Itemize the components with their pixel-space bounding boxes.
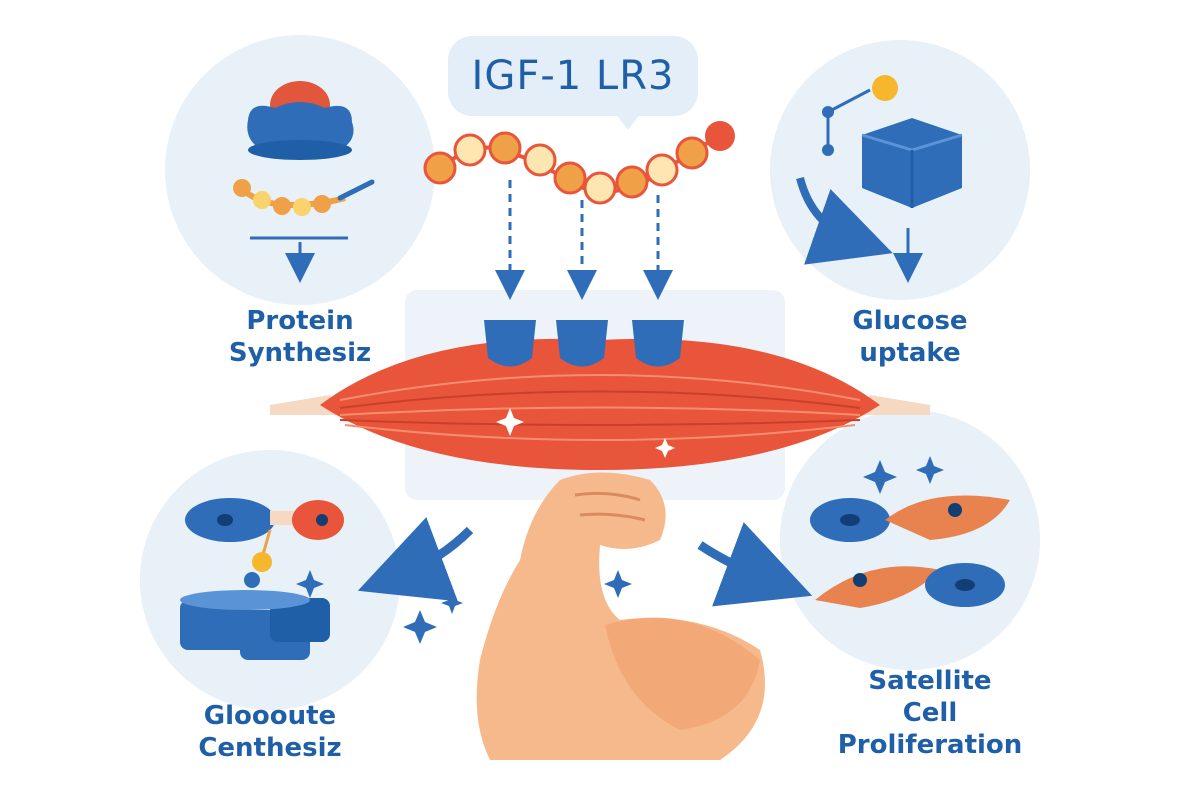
panel-circle-bottom-left	[140, 450, 400, 710]
satellite-cells-icon	[810, 495, 1010, 608]
diagram-title: IGF-1 LR3	[471, 53, 675, 99]
label-satellite-cell-proliferation: Satellite Cell Proliferation	[820, 665, 1040, 761]
ribosome-icon	[247, 81, 354, 160]
label-line: Synthesiz	[228, 338, 372, 368]
sparkle-icon	[296, 456, 944, 644]
label-line: Glucose	[852, 306, 968, 336]
label-protein-synthesis: Protein Synthesiz	[210, 305, 390, 369]
panel-circle-top-left	[165, 35, 435, 305]
muscle-fiber-icon	[270, 338, 930, 470]
outcome-arrows	[357, 517, 813, 607]
peptide-chain-icon	[423, 121, 735, 205]
title-bubble: IGF-1 LR3	[448, 36, 698, 130]
panel-circle-bottom-right	[780, 410, 1040, 670]
receptor-icon	[484, 320, 684, 367]
label-line: Centhesiz	[198, 733, 342, 763]
label-glucose-uptake: Glucose uptake	[810, 305, 1010, 369]
peptide-chain-small-icon	[233, 179, 375, 283]
molecule-blocks-icon	[180, 498, 344, 660]
flexed-arm-icon	[476, 472, 765, 760]
label-line: Cell	[902, 698, 958, 728]
sparkle-white-icon	[496, 408, 675, 458]
label-line: Gloooute	[203, 701, 337, 731]
label-line: Satellite	[868, 666, 992, 696]
glucose-cube-icon	[796, 75, 963, 283]
label-line: Proliferation	[837, 730, 1023, 760]
binding-arrows	[495, 180, 673, 300]
label-line: uptake	[859, 338, 961, 368]
label-line: Protein	[246, 306, 354, 336]
label-bottom-left: Gloooute Centhesiz	[170, 700, 370, 764]
